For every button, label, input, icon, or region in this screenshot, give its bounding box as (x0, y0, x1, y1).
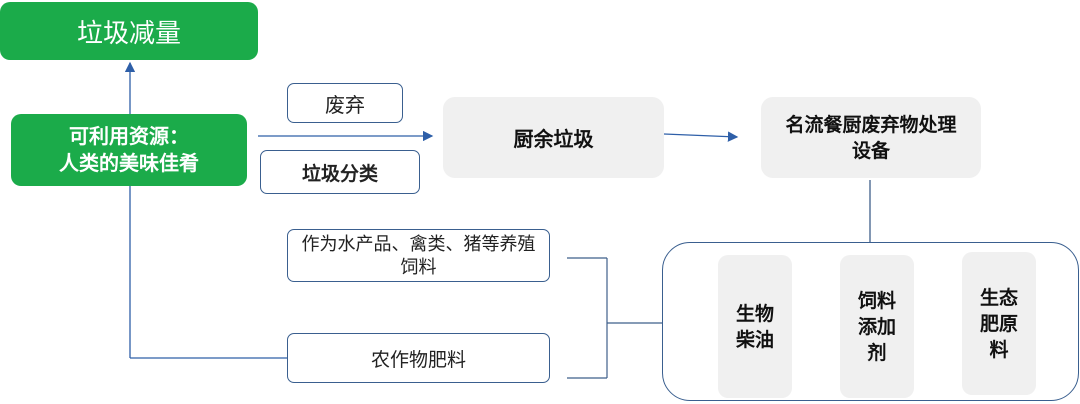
waste-sorting-box: 垃圾分类 (260, 150, 420, 194)
product-biodiesel-label: 生物柴油 (735, 302, 774, 351)
waste-sorting-label: 垃圾分类 (301, 162, 378, 185)
product-biodiesel: 生物柴油 (718, 255, 792, 398)
animal-feed-label: 作为水产品、禽类、猪等养殖饲料 (301, 233, 536, 278)
product-eco-fertilizer-material-label: 生态肥原料 (979, 286, 1018, 361)
crop-fertilizer-label: 农作物肥料 (370, 348, 466, 371)
waste-reduction-box: 垃圾减量 (0, 2, 258, 60)
processing-equipment-label: 名流餐厨废弃物处理设备 (785, 113, 957, 162)
usable-resource-label-line2: 人类的美味佳肴 (59, 151, 199, 175)
discard-label: 废弃 (325, 92, 365, 117)
product-feed-additive: 饲料添加剂 (840, 255, 914, 398)
arrow-kitchen-to-equipment (663, 131, 739, 142)
kitchen-waste-label: 厨余垃圾 (513, 127, 594, 151)
crop-fertilizer-box: 农作物肥料 (287, 333, 550, 383)
usable-resource-label-line1: 可利用资源： (69, 124, 189, 148)
waste-reduction-label: 垃圾减量 (76, 18, 181, 49)
discard-box: 废弃 (287, 83, 403, 123)
usable-resource-box: 可利用资源： 人类的美味佳肴 (11, 114, 247, 186)
animal-feed-box: 作为水产品、禽类、猪等养殖饲料 (287, 229, 550, 282)
product-eco-fertilizer-material: 生态肥原料 (962, 252, 1036, 395)
product-feed-additive-label: 饲料添加剂 (857, 289, 896, 364)
processing-equipment-box: 名流餐厨废弃物处理设备 (761, 97, 981, 178)
kitchen-waste-box: 厨余垃圾 (443, 97, 664, 178)
